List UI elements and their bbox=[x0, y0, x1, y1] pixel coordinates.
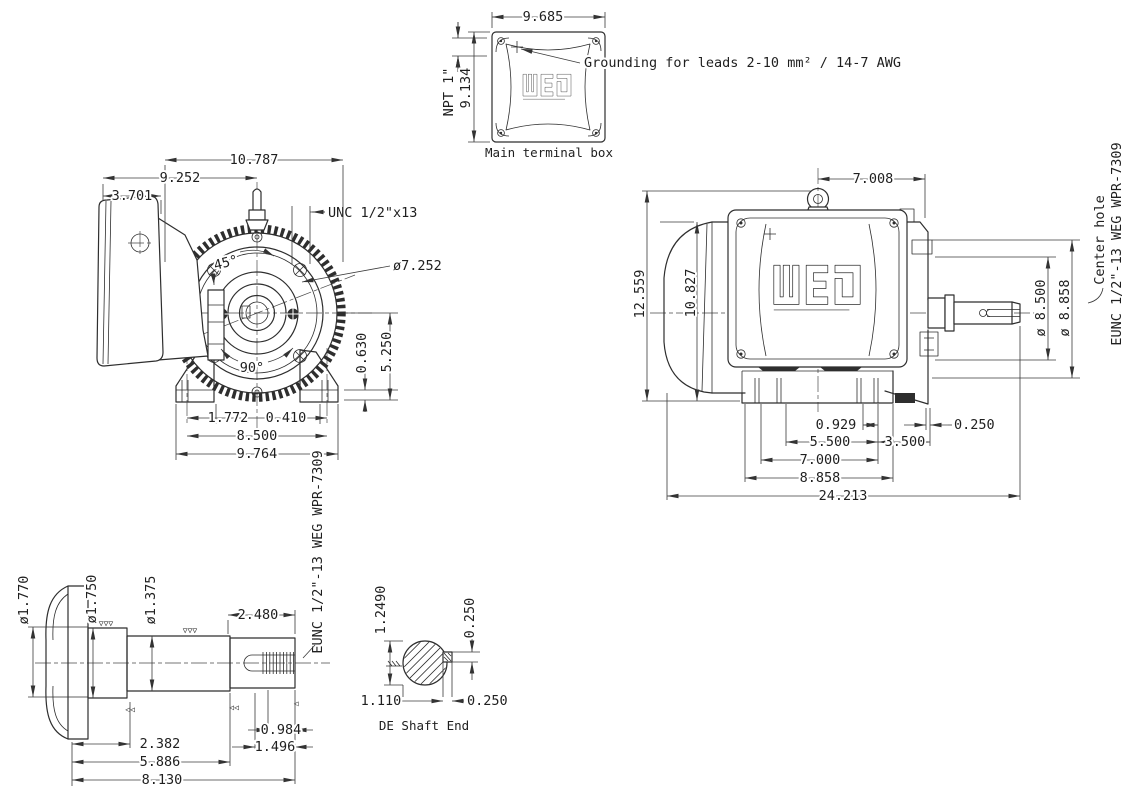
dim-total-height: 12.559 bbox=[632, 270, 648, 319]
dim-box-to-center: 9.252 bbox=[160, 170, 201, 186]
dim-key-pos: 1.110 bbox=[361, 693, 402, 709]
dim-top: 7.008 bbox=[853, 171, 894, 187]
front-view: UNC 1/2"x13 ø7.252 45° 90° 10.787 9.252 … bbox=[96, 150, 444, 464]
dim-b: 5.500 bbox=[810, 434, 851, 450]
dia-2: ø1.750 bbox=[84, 575, 100, 624]
dim-c: 3.500 bbox=[885, 434, 926, 450]
eyebolt-front bbox=[245, 188, 269, 231]
grounding-point-icon bbox=[511, 41, 523, 53]
dim-a: 0.984 bbox=[261, 722, 302, 738]
keyway-detail bbox=[442, 651, 480, 697]
eyebolt-thread-label: UNC 1/2"x13 bbox=[328, 205, 417, 221]
shaft-geometry bbox=[45, 585, 296, 740]
angle-45: 45° bbox=[212, 252, 240, 273]
shaft-side bbox=[927, 294, 1021, 332]
dim-box-height: 9.134 bbox=[458, 68, 474, 109]
dim-key-width: 0.250 bbox=[467, 693, 508, 709]
dim-slot: 1.772 bbox=[208, 410, 249, 426]
dim-d: 0.250 bbox=[954, 417, 995, 433]
dim-c: 2.382 bbox=[140, 736, 181, 752]
dim-b: 1.496 bbox=[255, 739, 296, 755]
dim-feet: 9.764 bbox=[237, 446, 278, 462]
de-shaft-end-view: 1.2490 0.250 1.110 0.250 DE Shaft End bbox=[359, 584, 510, 733]
grounding-point-icon bbox=[764, 228, 776, 240]
dim-e: 7.000 bbox=[800, 452, 841, 468]
dia-1: ø1.770 bbox=[16, 576, 32, 625]
dim-key-height: 0.250 bbox=[462, 598, 478, 639]
face-screw-icons bbox=[214, 306, 301, 322]
terminal-box-top-view: Grounding for leads 2-10 mm² / 14-7 AWG … bbox=[439, 7, 903, 160]
de-caption: DE Shaft End bbox=[379, 718, 469, 733]
dim-shaft-height: 5.250 bbox=[379, 332, 395, 373]
datum-mark: ◁◁ bbox=[229, 703, 239, 712]
drain-plug-icon bbox=[251, 386, 263, 398]
dim-a: 0.929 bbox=[816, 417, 857, 433]
dim-pad: 0.630 bbox=[354, 333, 370, 374]
dim-overall-width: 10.787 bbox=[230, 152, 279, 168]
terminal-box-side bbox=[727, 209, 908, 368]
dim-d: 5.886 bbox=[140, 754, 181, 770]
grease-plug-icon bbox=[251, 231, 263, 243]
dim-box-width: 3.701 bbox=[112, 188, 153, 204]
shaft-thread-label: EUNC 1/2"-13 WEG WPR-7309 bbox=[310, 450, 326, 653]
finish-mark: ▽▽▽ bbox=[99, 619, 114, 628]
dim-box-width: 9.685 bbox=[523, 9, 564, 25]
dim-thread-len: 2.480 bbox=[238, 607, 279, 623]
dia-outer2: ø 8.858 bbox=[1057, 280, 1073, 337]
corner-screw-icons bbox=[736, 218, 899, 359]
bolt-circle-dia: ø7.252 bbox=[393, 258, 442, 274]
shaft-detail-view: ø1.770 ø1.750 ø1.375 ▽▽▽ ▽▽▽ ◁◁ ◁◁ ◁ 2.4… bbox=[14, 448, 330, 790]
thread-hatch bbox=[262, 652, 294, 674]
center-hole-thread-label: EUNC 1/2"-13 WEG WPR-7309 bbox=[1109, 142, 1125, 345]
center-hole-label: Center hole bbox=[1092, 195, 1108, 284]
finish-mark: ▽▽▽ bbox=[183, 626, 198, 635]
dim-e: 8.130 bbox=[142, 772, 183, 788]
corner-screw-icons bbox=[497, 37, 600, 137]
weg-logo-icon bbox=[522, 73, 572, 100]
side-view: 7.008 12.559 10.827 ø 8.500 ø 8.858 Cent… bbox=[630, 140, 1127, 506]
dim-frame-height: 10.827 bbox=[683, 269, 699, 318]
terminal-box-profile bbox=[96, 195, 225, 367]
dim-total: 24.213 bbox=[819, 488, 868, 504]
dia-3: ø1.375 bbox=[143, 576, 159, 625]
dim-offset: 0.410 bbox=[266, 410, 307, 426]
dim-f: 8.858 bbox=[800, 470, 841, 486]
dia-outer1: ø 8.500 bbox=[1033, 280, 1049, 337]
terminal-box-caption: Main terminal box bbox=[485, 145, 613, 160]
angle-90: 90° bbox=[240, 360, 264, 376]
grounding-note: Grounding for leads 2-10 mm² / 14-7 AWG bbox=[584, 55, 901, 71]
dim-holes: 8.500 bbox=[237, 428, 278, 444]
keyway-slot bbox=[241, 305, 251, 319]
datum-mark: ◁ bbox=[294, 699, 299, 708]
finish-mark bbox=[386, 660, 402, 667]
dim-dia: 1.2490 bbox=[373, 586, 389, 635]
npt-label: NPT 1" bbox=[441, 68, 457, 117]
